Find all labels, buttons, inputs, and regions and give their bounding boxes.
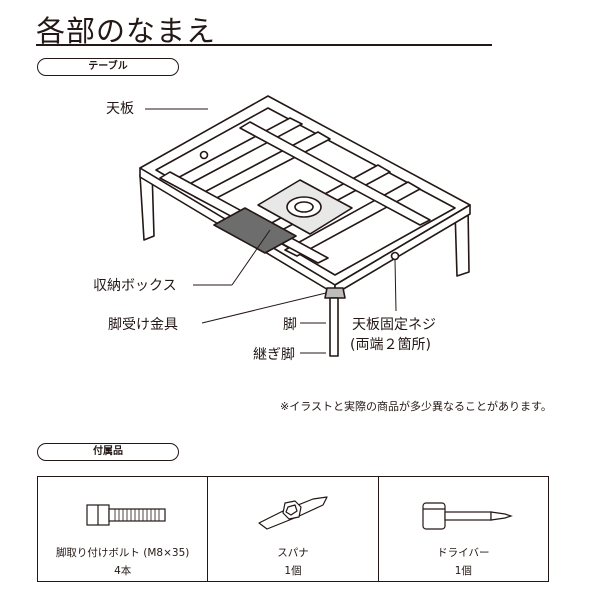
label-extension-leg: 継ぎ脚 [253,347,295,363]
accessory-qty: 4本 [114,565,132,577]
label-storage-box: 収納ボックス [93,278,177,294]
label-fixing-screw-note: (両端２箇所) [350,337,431,353]
label-tenban: 天板 [106,101,134,117]
label-fixing-screw: 天板固定ネジ [352,317,436,333]
accessory-cell-wrench: スパナ 1個 [208,477,379,581]
label-leg: 脚 [283,317,297,333]
disclaimer-note: ※イラストと実際の商品が多少異なることがあります。 [280,400,552,413]
accessory-cell-bolt: 脚取り付けボルト (M8×35) 4本 [38,477,209,581]
accessory-qty: 1個 [454,565,472,577]
accessory-name: スパナ [277,547,309,559]
title-underline [36,44,492,46]
section-pill-accessories: 付属品 [37,443,179,461]
section-pill-table: テーブル [37,58,179,76]
page-title: 各部のなまえ [36,14,217,48]
wrench-icon [258,496,328,530]
accessories-table: 脚取り付けボルト (M8×35) 4本 スパナ 1個 ドライバー 1個 [37,476,549,582]
accessory-qty: 1個 [284,565,302,577]
label-leg-bracket: 脚受け金具 [108,317,178,333]
bolt-icon [86,504,166,526]
screwdriver-icon [422,502,513,530]
accessory-name: ドライバー [437,547,490,559]
accessory-cell-screwdriver: ドライバー 1個 [379,477,548,581]
accessory-name: 脚取り付けボルト (M8×35) [55,547,190,559]
table-illustration [139,95,471,357]
